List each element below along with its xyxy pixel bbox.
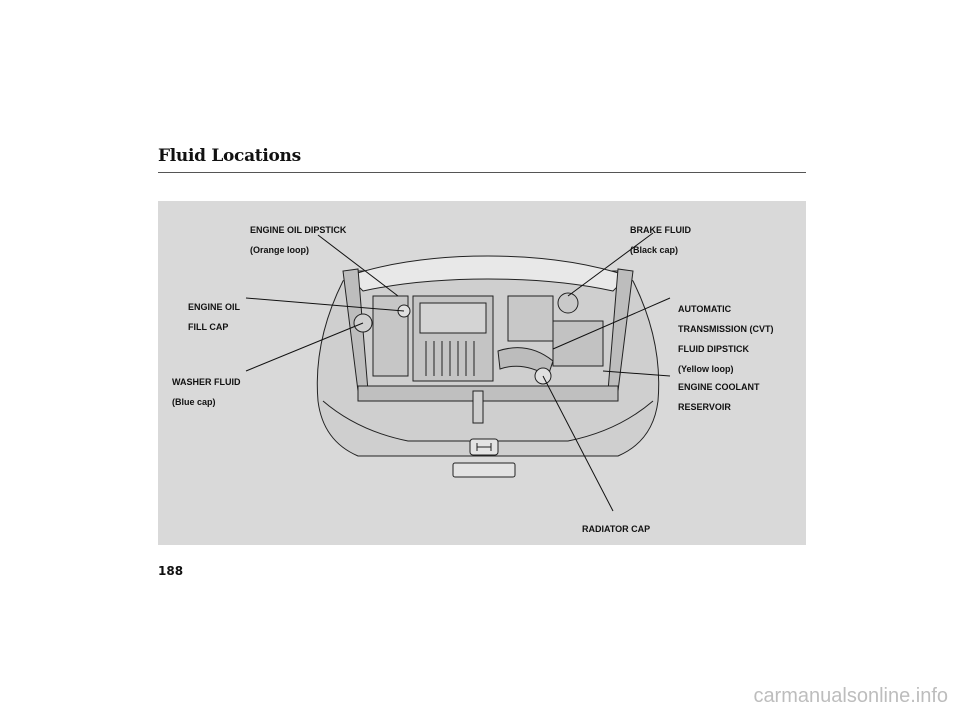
callout-line: (Black cap): [630, 245, 679, 255]
title-divider: [158, 172, 806, 173]
radiator-cap-leader: [542, 375, 614, 512]
callout-line: FILL CAP: [188, 322, 229, 332]
callout-line: ENGINE OIL DIPSTICK: [250, 225, 347, 235]
callout-line: (Blue cap): [172, 397, 216, 407]
callout-line: ENGINE OIL: [188, 302, 241, 312]
engine-bay-figure: ENGINE OIL DIPSTICK (Orange loop) BRAKE …: [158, 201, 806, 545]
page-title: Fluid Locations: [158, 146, 301, 166]
engine-oil-dipstick-leader: [317, 234, 399, 297]
callout-line: (Orange loop): [250, 245, 309, 255]
washer-fluid-label: WASHER FLUID (Blue cap): [172, 367, 241, 417]
page-number: 188: [158, 564, 184, 578]
engine-coolant-leader: [602, 370, 671, 377]
cvt-fluid-dipstick-label: AUTOMATIC TRANSMISSION (CVT) FLUID DIPST…: [678, 294, 774, 384]
callout-line: WASHER FLUID: [172, 377, 241, 387]
washer-fluid-leader: [245, 322, 364, 372]
callout-line: BRAKE FLUID: [630, 225, 691, 235]
engine-oil-fill-cap-leader: [245, 297, 405, 312]
radiator-cap-label: RADIATOR CAP: [582, 514, 650, 544]
cvt-dipstick-leader: [552, 297, 671, 350]
callout-line: AUTOMATIC: [678, 304, 732, 314]
callout-line: (Yellow loop): [678, 364, 734, 374]
engine-bay-illustration: [245, 232, 671, 512]
engine-coolant-reservoir-label: ENGINE COOLANT RESERVOIR: [678, 372, 760, 422]
brake-fluid-leader: [567, 232, 654, 297]
callout-line: RESERVOIR: [678, 402, 731, 412]
brake-fluid-label: BRAKE FLUID (Black cap): [630, 215, 691, 265]
engine-oil-fill-cap-label: ENGINE OIL FILL CAP: [188, 292, 240, 342]
callout-line: TRANSMISSION (CVT): [678, 324, 774, 334]
engine-oil-dipstick-label: ENGINE OIL DIPSTICK (Orange loop): [250, 215, 346, 265]
callout-line: FLUID DIPSTICK: [678, 344, 749, 354]
callout-line: RADIATOR CAP: [582, 524, 651, 534]
callout-line: ENGINE COOLANT: [678, 382, 760, 392]
watermark: carmanualsonline.info: [753, 685, 948, 707]
